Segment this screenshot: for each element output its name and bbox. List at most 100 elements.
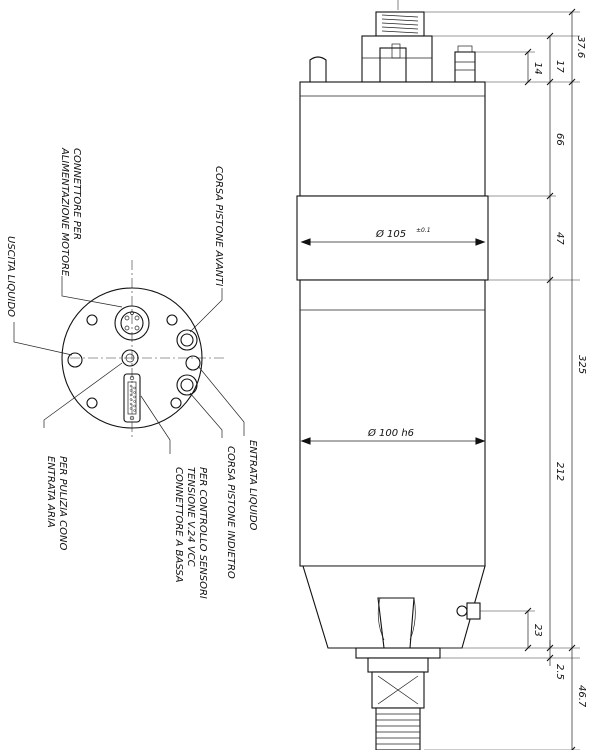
- motor-connector-key: [130, 311, 134, 315]
- sensor-pin: [133, 395, 136, 399]
- screw-hole: [86, 314, 98, 326]
- label-piston-back: CORSA PISTONE INDIETRO: [225, 446, 236, 579]
- dim-325: 325: [576, 355, 587, 374]
- side-nozzle-tip: [456, 605, 468, 617]
- label-piston-forward: CORSA PISTONE AVANTI: [213, 166, 224, 286]
- dim-47: 47: [554, 232, 565, 245]
- sensor-pin: [133, 409, 136, 412]
- sensor-pin: [129, 402, 133, 406]
- dim-tick: [546, 654, 554, 662]
- motor-connector-pin: [134, 325, 140, 331]
- body-upper: [299, 81, 486, 197]
- thread-line: [381, 18, 419, 22]
- end-view: CONNETTORE PER ALIMENTAZIONE MOTORE CORS…: [5, 147, 258, 599]
- dim-37-6: 37.6: [575, 36, 586, 58]
- piston-back-fitting-outer: [176, 374, 198, 396]
- sensor-connector-pins: [129, 384, 136, 412]
- label-liquid-inlet: ENTRATA LIQUIDO: [247, 440, 258, 531]
- dim-tick: [546, 192, 554, 200]
- tool-holder-cone-curve: [377, 597, 385, 641]
- collet-tip: [375, 707, 421, 750]
- dim-tick: [524, 607, 532, 615]
- flange-outline: [61, 287, 203, 429]
- label-air-inlet: ENTRATA ARIA PER PULIZIA CONO: [45, 456, 68, 550]
- thread-line: [381, 22, 419, 26]
- leader-liquid-inlet: [197, 365, 245, 436]
- leader-piston-back: [189, 392, 223, 438]
- leader-motor-connector: [61, 276, 123, 308]
- dia-arrow: [475, 238, 486, 246]
- top-connector-thread: [381, 14, 419, 34]
- leader-piston-forward: [189, 288, 223, 333]
- dim-tick: [524, 48, 532, 56]
- dim-tick: [546, 644, 554, 652]
- dim-tick: [546, 78, 554, 86]
- piston-forward-fitting-outer: [176, 329, 198, 351]
- screw-hole: [166, 314, 178, 326]
- dim-tick: [568, 78, 576, 86]
- piston-forward-fitting-inner: [180, 333, 194, 347]
- sensor-pin: [129, 384, 133, 388]
- top-left-fitting: [309, 56, 327, 83]
- dia-arrow: [300, 238, 311, 246]
- clamp-ring: [296, 195, 489, 281]
- sensor-pin: [133, 391, 136, 394]
- dim-17: 17: [554, 60, 565, 73]
- tool-holder-cone-curve: [409, 597, 416, 641]
- collet-rings: [376, 713, 420, 745]
- sensor-pin: [129, 398, 133, 401]
- dim-tick: [524, 644, 532, 652]
- motor-connector-pin: [134, 315, 140, 321]
- thread-line: [381, 26, 419, 30]
- tool-holder-cone: [377, 597, 415, 649]
- top-right-fitting-cap: [457, 45, 473, 53]
- leader-liquid-outlet: [13, 322, 73, 356]
- screw-hole: [86, 397, 98, 409]
- top-right-fitting: [454, 51, 476, 83]
- dim-dia-100: Ø 100 h6: [367, 427, 414, 439]
- top-connector-nut: [379, 47, 407, 83]
- sensor-connector-screw: [129, 415, 135, 421]
- dim-tick: [568, 644, 576, 652]
- side-nozzle: [466, 602, 481, 620]
- label-motor-power-connector: CONNETTORE PER ALIMENTAZIONE MOTORE: [59, 147, 82, 277]
- dim-23: 23: [532, 624, 543, 637]
- motor-connector-inner: [120, 311, 144, 335]
- label-low-voltage-connector: CONNETTORE A BASSA TENSIONE V.24 VCC PER…: [173, 467, 208, 599]
- dim-66: 66: [554, 133, 565, 146]
- dim-212: 212: [554, 462, 565, 481]
- collet-body: [367, 657, 429, 673]
- sensor-connector-shell: [123, 373, 141, 423]
- dim-tick: [546, 276, 554, 284]
- dim-14: 14: [532, 62, 543, 75]
- dim-dia-105-tolerance: ±0.1: [416, 227, 431, 234]
- sensor-pin: [133, 386, 136, 390]
- leader-sensor-connector: [140, 395, 171, 454]
- side-view: Ø 105 ±0.1 Ø 100 h6 37.6 17 14 66: [296, 0, 587, 750]
- thread-line: [381, 30, 419, 34]
- collet-nut-mark: [377, 675, 419, 705]
- motor-connector-pin: [124, 325, 130, 331]
- leader-air-inlet: [43, 362, 123, 428]
- sensor-connector-face: [127, 381, 137, 415]
- liquid-outlet-port: [67, 352, 83, 368]
- sensor-connector-screw: [129, 375, 135, 381]
- dim-tick: [524, 78, 532, 86]
- motor-connector-outer: [114, 305, 150, 341]
- body-lower: [299, 279, 486, 567]
- piston-back-fitting-inner: [180, 378, 194, 392]
- sensor-pin: [129, 407, 133, 410]
- dia-arrow: [475, 437, 486, 445]
- screw-hole: [170, 397, 182, 409]
- liquid-inlet-port: [185, 355, 201, 371]
- sensor-pin: [129, 389, 133, 392]
- dim-46-7: 46.7: [576, 685, 587, 708]
- dim-tick: [568, 8, 576, 16]
- label-liquid-outlet: USCITA LIQUIDO: [5, 236, 16, 317]
- thread-line: [381, 14, 419, 18]
- dim-arrow-ticks: [524, 8, 576, 750]
- dia-arrow: [300, 437, 311, 445]
- dim-dia-105: Ø 105: [375, 228, 406, 240]
- dim-tick: [546, 32, 554, 40]
